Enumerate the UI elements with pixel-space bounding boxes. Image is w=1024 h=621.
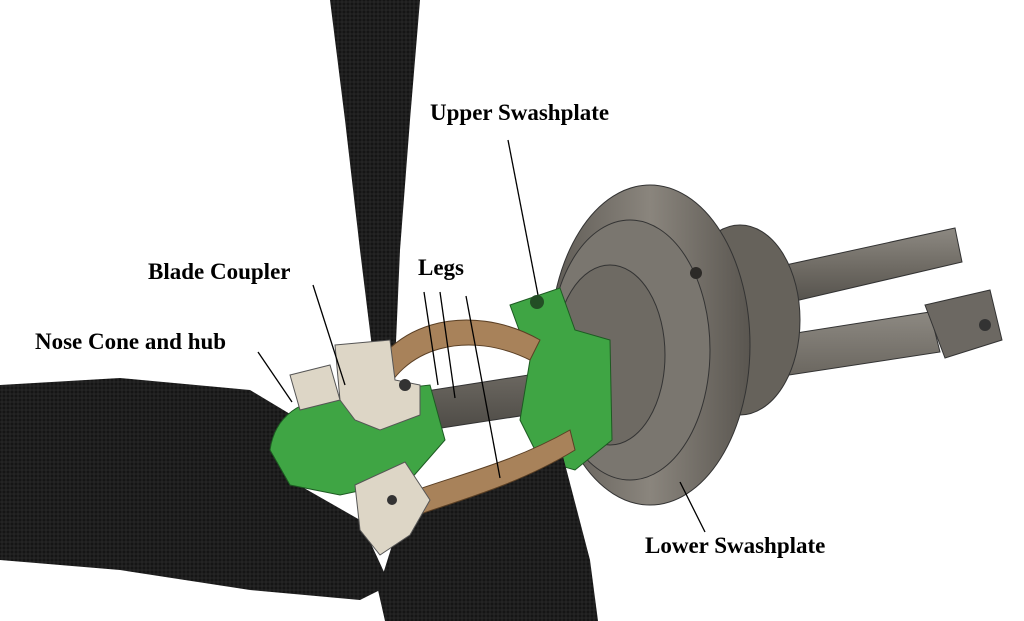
label-blade-coupler: Blade Coupler <box>148 259 290 284</box>
label-legs: Legs <box>418 255 464 280</box>
label-lower-swashplate: Lower Swashplate <box>645 533 825 558</box>
blades <box>0 0 598 621</box>
label-upper-swashplate: Upper Swashplate <box>430 100 609 125</box>
label-nose-cone-and-hub: Nose Cone and hub <box>35 329 226 354</box>
leader-lines <box>257 139 706 533</box>
upper-swashplate <box>509 287 613 471</box>
blade-couplers <box>289 339 431 556</box>
